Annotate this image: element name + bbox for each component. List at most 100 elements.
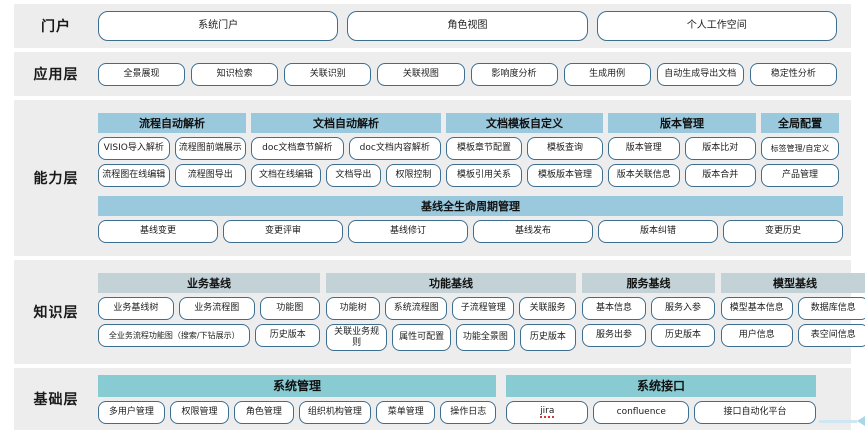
know-0-r1-2[interactable]: 功能图 [259,297,320,321]
capability-group-2: 文档模板自定义 模板章节配置 模板查询 模板引用关系 模板版本管理 [446,113,603,187]
cap-1-r2-2[interactable]: 权限控制 [385,164,441,187]
know-3-r2-1[interactable]: 表空间信息 [797,324,865,348]
lifecycle-item-0[interactable]: 基线变更 [98,220,218,243]
know-2-r1-1[interactable]: 服务入参 [651,297,715,321]
layer-capability: 能力层 流程自动解析 VISIO导入解析 流程图前端展示 流程图在线编辑 流程图… [14,100,851,256]
app-item-3[interactable]: 关联视图 [377,62,465,86]
capability-group-4-row1: 标签管理/自定义 [761,137,839,160]
portal-item-1[interactable]: 角色视图 [347,11,588,41]
layer-label-portal: 门户 [41,19,71,35]
capability-group-3-row2: 版本关联信息 版本合并 [608,164,756,187]
capability-group-0-row1: VISIO导入解析 流程图前端展示 [98,137,246,160]
connector-arrow-icon [819,416,865,426]
knowledge-group-0-row2: 全业务流程功能图（搜索/下钻展示） 历史版本 [98,324,320,348]
know-1-r2-0[interactable]: 关联业务规则 [326,324,388,351]
cap-2-r1-1[interactable]: 模板查询 [527,137,603,160]
lifecycle-item-2[interactable]: 基线修订 [348,220,468,243]
cap-1-r1-1[interactable]: doc文档内容解析 [348,137,441,160]
know-0-r1-0[interactable]: 业务基线树 [98,297,174,321]
base-0-item-1[interactable]: 权限管理 [169,400,230,424]
app-item-1[interactable]: 知识检索 [191,62,279,86]
know-3-r1-0[interactable]: 模型基本信息 [721,297,793,321]
base-0-item-3[interactable]: 组织机构管理 [298,400,371,424]
capability-group-0-header: 流程自动解析 [98,113,246,133]
know-0-r2-1[interactable]: 历史版本 [255,324,320,348]
layer-base: 基础层 系统管理 多用户管理 权限管理 角色管理 组织机构管理 菜单管理 操作日… [14,368,851,430]
capability-group-3-header: 版本管理 [608,113,756,133]
base-group-0-items: 多用户管理 权限管理 角色管理 组织机构管理 菜单管理 操作日志 [98,400,497,424]
cap-4-r2-0[interactable]: 产品管理 [761,164,839,187]
capability-groups: 流程自动解析 VISIO导入解析 流程图前端展示 流程图在线编辑 流程图导出 文… [98,113,843,187]
lifecycle-item-4[interactable]: 版本纠错 [598,220,718,243]
app-item-5[interactable]: 生成用例 [563,62,651,86]
know-0-r1-1[interactable]: 业务流程图 [178,297,255,321]
cap-0-r1-0[interactable]: VISIO导入解析 [98,137,170,160]
knowledge-groups: 业务基线 业务基线树 业务流程图 功能图 全业务流程功能图（搜索/下钻展示） 历… [98,273,865,351]
cap-2-r1-0[interactable]: 模板章节配置 [446,137,522,160]
cap-3-r2-1[interactable]: 版本合并 [684,164,756,187]
cap-4-r1-0[interactable]: 标签管理/自定义 [761,137,839,160]
cap-1-r2-0[interactable]: 文档在线编辑 [251,164,321,187]
base-0-item-5[interactable]: 操作日志 [440,400,497,424]
capability-group-4-row2: 产品管理 [761,164,839,187]
portal-item-2[interactable]: 个人工作空间 [596,11,837,41]
app-item-2[interactable]: 关联识别 [284,62,372,86]
capability-group-3-row1: 版本管理 版本比对 [608,137,756,160]
base-0-item-2[interactable]: 角色管理 [234,400,294,424]
layer-label-application: 应用层 [33,67,79,83]
know-1-r2-3[interactable]: 历史版本 [519,324,576,351]
capability-group-4-header: 全局配置 [761,113,839,133]
cap-0-r2-0[interactable]: 流程图在线编辑 [98,164,170,187]
portal-items: 系统门户 角色视图 个人工作空间 [98,11,851,41]
know-1-r2-2[interactable]: 功能全景图 [456,324,515,351]
knowledge-group-1-header: 功能基线 [326,273,576,294]
cap-0-r2-1[interactable]: 流程图导出 [174,164,246,187]
capability-group-2-header: 文档模板自定义 [446,113,603,133]
lifecycle-item-3[interactable]: 基线发布 [473,220,593,243]
cap-2-r2-0[interactable]: 模板引用关系 [446,164,522,187]
capability-group-2-row2: 模板引用关系 模板版本管理 [446,164,603,187]
app-item-0[interactable]: 全景展现 [98,62,186,86]
know-1-r1-2[interactable]: 子流程管理 [452,297,515,321]
knowledge-group-3: 模型基线 模型基本信息 数据库信息 用户信息 表空间信息 [721,273,865,348]
base-group-1-header: 系统接口 [506,374,816,397]
base-group-0: 系统管理 多用户管理 权限管理 角色管理 组织机构管理 菜单管理 操作日志 [98,374,497,424]
layer-label-capability: 能力层 [33,171,79,187]
base-1-item-confluence[interactable]: confluence [593,400,690,424]
know-1-r1-0[interactable]: 功能树 [326,297,381,321]
capability-group-0: 流程自动解析 VISIO导入解析 流程图前端展示 流程图在线编辑 流程图导出 [98,113,246,187]
knowledge-group-1-row2: 关联业务规则 属性可配置 功能全景图 历史版本 [326,324,576,351]
cap-3-r2-0[interactable]: 版本关联信息 [608,164,680,187]
know-1-r1-3[interactable]: 关联服务 [519,297,577,321]
portal-item-0[interactable]: 系统门户 [98,11,339,41]
cap-1-r2-1[interactable]: 文档导出 [325,164,381,187]
lifecycle-item-5[interactable]: 变更历史 [723,220,843,243]
capability-group-1-row1: doc文档章节解析 doc文档内容解析 [251,137,441,160]
app-item-6[interactable]: 自动生成导出文档 [656,62,744,86]
know-2-r2-0[interactable]: 服务出参 [582,324,646,348]
knowledge-group-2: 服务基线 基本信息 服务入参 服务出参 历史版本 [582,273,715,348]
know-1-r2-1[interactable]: 属性可配置 [392,324,452,351]
base-1-item-2[interactable]: 接口自动化平台 [694,400,816,424]
know-2-r2-1[interactable]: 历史版本 [651,324,715,348]
jira-label: jira [540,406,555,419]
know-1-r1-1[interactable]: 系统流程图 [385,297,448,321]
know-3-r1-1[interactable]: 数据库信息 [797,297,865,321]
know-0-r2-0[interactable]: 全业务流程功能图（搜索/下钻展示） [98,324,251,348]
knowledge-group-0-header: 业务基线 [98,273,320,294]
cap-3-r1-1[interactable]: 版本比对 [684,137,756,160]
base-0-item-0[interactable]: 多用户管理 [98,400,165,424]
cap-3-r1-0[interactable]: 版本管理 [608,137,680,160]
lifecycle-item-1[interactable]: 变更评审 [223,220,343,243]
knowledge-group-0: 业务基线 业务基线树 业务流程图 功能图 全业务流程功能图（搜索/下钻展示） 历… [98,273,320,348]
capability-group-1: 文档自动解析 doc文档章节解析 doc文档内容解析 文档在线编辑 文档导出 权… [251,113,441,187]
cap-2-r2-1[interactable]: 模板版本管理 [527,164,603,187]
cap-1-r1-0[interactable]: doc文档章节解析 [251,137,344,160]
base-1-item-jira[interactable]: jira [506,400,589,424]
know-2-r1-0[interactable]: 基本信息 [582,297,646,321]
app-item-4[interactable]: 影响度分析 [470,62,558,86]
cap-0-r1-1[interactable]: 流程图前端展示 [174,137,246,160]
know-3-r2-0[interactable]: 用户信息 [721,324,793,348]
app-item-7[interactable]: 稳定性分析 [749,62,837,86]
base-0-item-4[interactable]: 菜单管理 [376,400,436,424]
